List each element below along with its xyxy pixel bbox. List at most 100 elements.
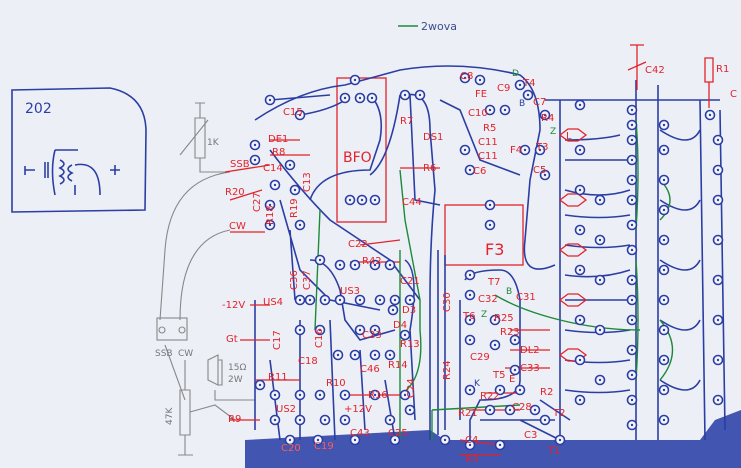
pad-hole <box>498 443 502 447</box>
label-c28: C28 <box>512 402 532 413</box>
pad-hole <box>403 393 407 397</box>
pad-hole <box>503 108 507 112</box>
label-coil-l: L <box>566 131 572 142</box>
pad-hole <box>353 353 357 357</box>
pin-z: Z <box>550 127 556 137</box>
pad-hole <box>293 188 297 192</box>
pad-hole <box>716 138 720 142</box>
label-d3: D3 <box>402 305 416 316</box>
pad-hole <box>598 378 602 382</box>
pad-hole <box>443 438 447 442</box>
label-us2: US2 <box>276 404 296 415</box>
label-r4: R4 <box>541 113 554 124</box>
label-c5: C5 <box>533 165 546 176</box>
label-r1: R1 <box>716 64 729 75</box>
pad-hole <box>468 273 472 277</box>
pad-hole <box>336 353 340 357</box>
pad-hole <box>630 278 634 282</box>
inset-202: 202 <box>11 87 147 213</box>
pad-hole <box>598 198 602 202</box>
pad-hole <box>468 388 472 392</box>
pad-hole <box>343 418 347 422</box>
wire-note: 2wova <box>421 20 457 33</box>
label-t2: T2 <box>552 408 565 419</box>
label-c23: C23 <box>362 330 382 341</box>
switch-cw-label: CW <box>178 349 193 359</box>
pad-hole <box>348 198 352 202</box>
f3-label: F3 <box>485 240 504 259</box>
pad-hole <box>353 263 357 267</box>
label-c36: C36 <box>289 270 300 290</box>
pad-hole <box>578 398 582 402</box>
label-f4: F4 <box>510 145 522 156</box>
pad-hole <box>388 418 392 422</box>
label-c8: C8 <box>460 71 473 82</box>
pot-1k-label: 1K <box>207 138 220 148</box>
label-c9: C9 <box>497 83 510 94</box>
label-c: C <box>730 89 737 100</box>
pad-hole <box>408 298 412 302</box>
label-r20: R20 <box>225 187 245 198</box>
pad-hole <box>526 93 530 97</box>
pad-hole <box>716 318 720 322</box>
label-c15: C15 <box>283 107 303 118</box>
label-c19: C19 <box>314 441 334 452</box>
pad-hole <box>488 203 492 207</box>
label-c37: C37 <box>302 270 313 290</box>
pad-hole <box>298 298 302 302</box>
label-c42: C42 <box>645 65 665 76</box>
label-r42: R42 <box>362 256 382 267</box>
pin-k: K <box>474 379 481 389</box>
speaker-ohm-label: 15Ω <box>228 363 246 373</box>
label-t4: T4 <box>522 78 535 89</box>
label-p12v: +12V <box>344 404 372 415</box>
bfo-label: BFO <box>343 150 372 166</box>
label-c33: C33 <box>520 363 540 374</box>
pad-hole <box>468 168 472 172</box>
label-c30: C30 <box>442 292 453 312</box>
pad-hole <box>630 178 634 182</box>
pad-hole <box>273 183 277 187</box>
pad-hole <box>630 158 634 162</box>
pad-hole <box>533 408 537 412</box>
pad-hole <box>630 223 634 227</box>
pad-hole <box>630 348 634 352</box>
pad-hole <box>373 393 377 397</box>
pad-hole <box>662 148 666 152</box>
pad-hole <box>393 298 397 302</box>
label-c7: C7 <box>533 97 546 108</box>
label-de1: DE1 <box>268 134 288 145</box>
pad-hole <box>578 188 582 192</box>
pad-hole <box>630 373 634 377</box>
pad-hole <box>358 328 362 332</box>
pad-hole <box>318 393 322 397</box>
pad-hole <box>353 438 357 442</box>
pad-hole <box>578 358 582 362</box>
pad-hole <box>408 408 412 412</box>
pad-hole <box>468 338 472 342</box>
pad-hole <box>298 328 302 332</box>
pad-hole <box>388 263 392 267</box>
pad-hole <box>373 198 377 202</box>
label-r2: R2 <box>540 387 553 398</box>
pad-hole <box>318 328 322 332</box>
pad-hole <box>716 398 720 402</box>
pad-hole <box>538 148 542 152</box>
pad-hole <box>463 76 467 80</box>
pad-hole <box>543 173 547 177</box>
pad-hole <box>662 238 666 242</box>
pad-hole <box>662 388 666 392</box>
pad-hole <box>630 298 634 302</box>
pad-hole <box>273 418 277 422</box>
label-c21: C21 <box>400 276 420 287</box>
pad-hole <box>298 113 302 117</box>
pad-hole <box>488 108 492 112</box>
pad-hole <box>630 138 634 142</box>
pad-hole <box>478 78 482 82</box>
pad-hole <box>716 358 720 362</box>
pad-hole <box>391 308 395 312</box>
label-c13: C13 <box>302 172 313 192</box>
pad-hole <box>662 178 666 182</box>
label-d4: D4 <box>393 320 407 331</box>
pad-hole <box>323 418 327 422</box>
